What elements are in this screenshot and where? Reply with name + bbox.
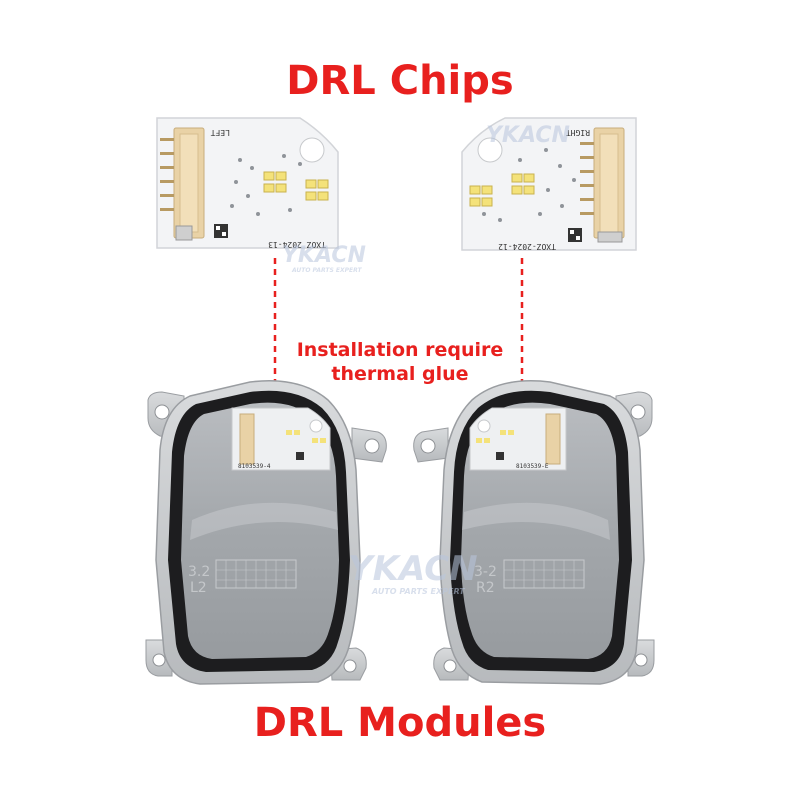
headline-drl-chips: DRL Chips bbox=[286, 58, 514, 104]
left-module-stamp-bottom: L2 bbox=[190, 580, 207, 596]
left-module-installed-chip: 8103539-4 bbox=[231, 407, 331, 471]
left-chip-leds bbox=[263, 171, 329, 201]
watermark-top-right: YKACN bbox=[486, 123, 570, 148]
svg-text:AUTO PARTS EXPERT: AUTO PARTS EXPERT bbox=[371, 587, 465, 596]
right-module-installed-chip: 8103539-E bbox=[469, 407, 567, 471]
right-chip-side-label: RIGHT bbox=[566, 128, 590, 137]
svg-text:AUTO PARTS EXPERT: AUTO PARTS EXPERT bbox=[291, 267, 362, 274]
left-chip-side-label: LEFT bbox=[211, 128, 230, 137]
watermark-top: YKACN AUTO PARTS EXPERT bbox=[282, 243, 366, 274]
note-line-2: thermal glue bbox=[331, 363, 469, 385]
right-chip-connector bbox=[580, 127, 625, 243]
right-drl-chip: RIGHT TXOZ-2024-12 bbox=[461, 117, 637, 251]
left-module-stamp-top: 3.2 bbox=[188, 564, 210, 580]
right-module-stamp-top: 3-2 bbox=[474, 564, 497, 580]
left-module-board-code: 8103539-4 bbox=[238, 463, 271, 470]
note-line-1: Installation require bbox=[296, 339, 504, 361]
svg-text:YKACN: YKACN bbox=[486, 123, 570, 148]
right-chip-leds bbox=[469, 173, 535, 207]
left-chip-connector bbox=[160, 127, 205, 241]
right-module-stamp-bottom: R2 bbox=[476, 580, 495, 596]
left-drl-module: 8103539-4 3.2 L2 bbox=[145, 380, 387, 685]
right-chip-part-code: TXOZ-2024-12 bbox=[498, 242, 556, 251]
headline-drl-modules: DRL Modules bbox=[253, 700, 547, 746]
watermark-center: YKACN AUTO PARTS EXPERT bbox=[348, 549, 478, 596]
svg-text:YKACN: YKACN bbox=[282, 243, 366, 268]
svg-text:YKACN: YKACN bbox=[348, 549, 478, 589]
left-drl-chip: LEFT TXOZ 2024-13 bbox=[156, 117, 339, 249]
thermal-glue-note: Installation require thermal glue bbox=[0, 338, 800, 386]
right-module-board-code: 8103539-E bbox=[516, 463, 549, 470]
left-chip-part-code: TXOZ 2024-13 bbox=[268, 240, 326, 249]
right-drl-module: 8103539-E 3-2 R2 bbox=[413, 380, 655, 685]
